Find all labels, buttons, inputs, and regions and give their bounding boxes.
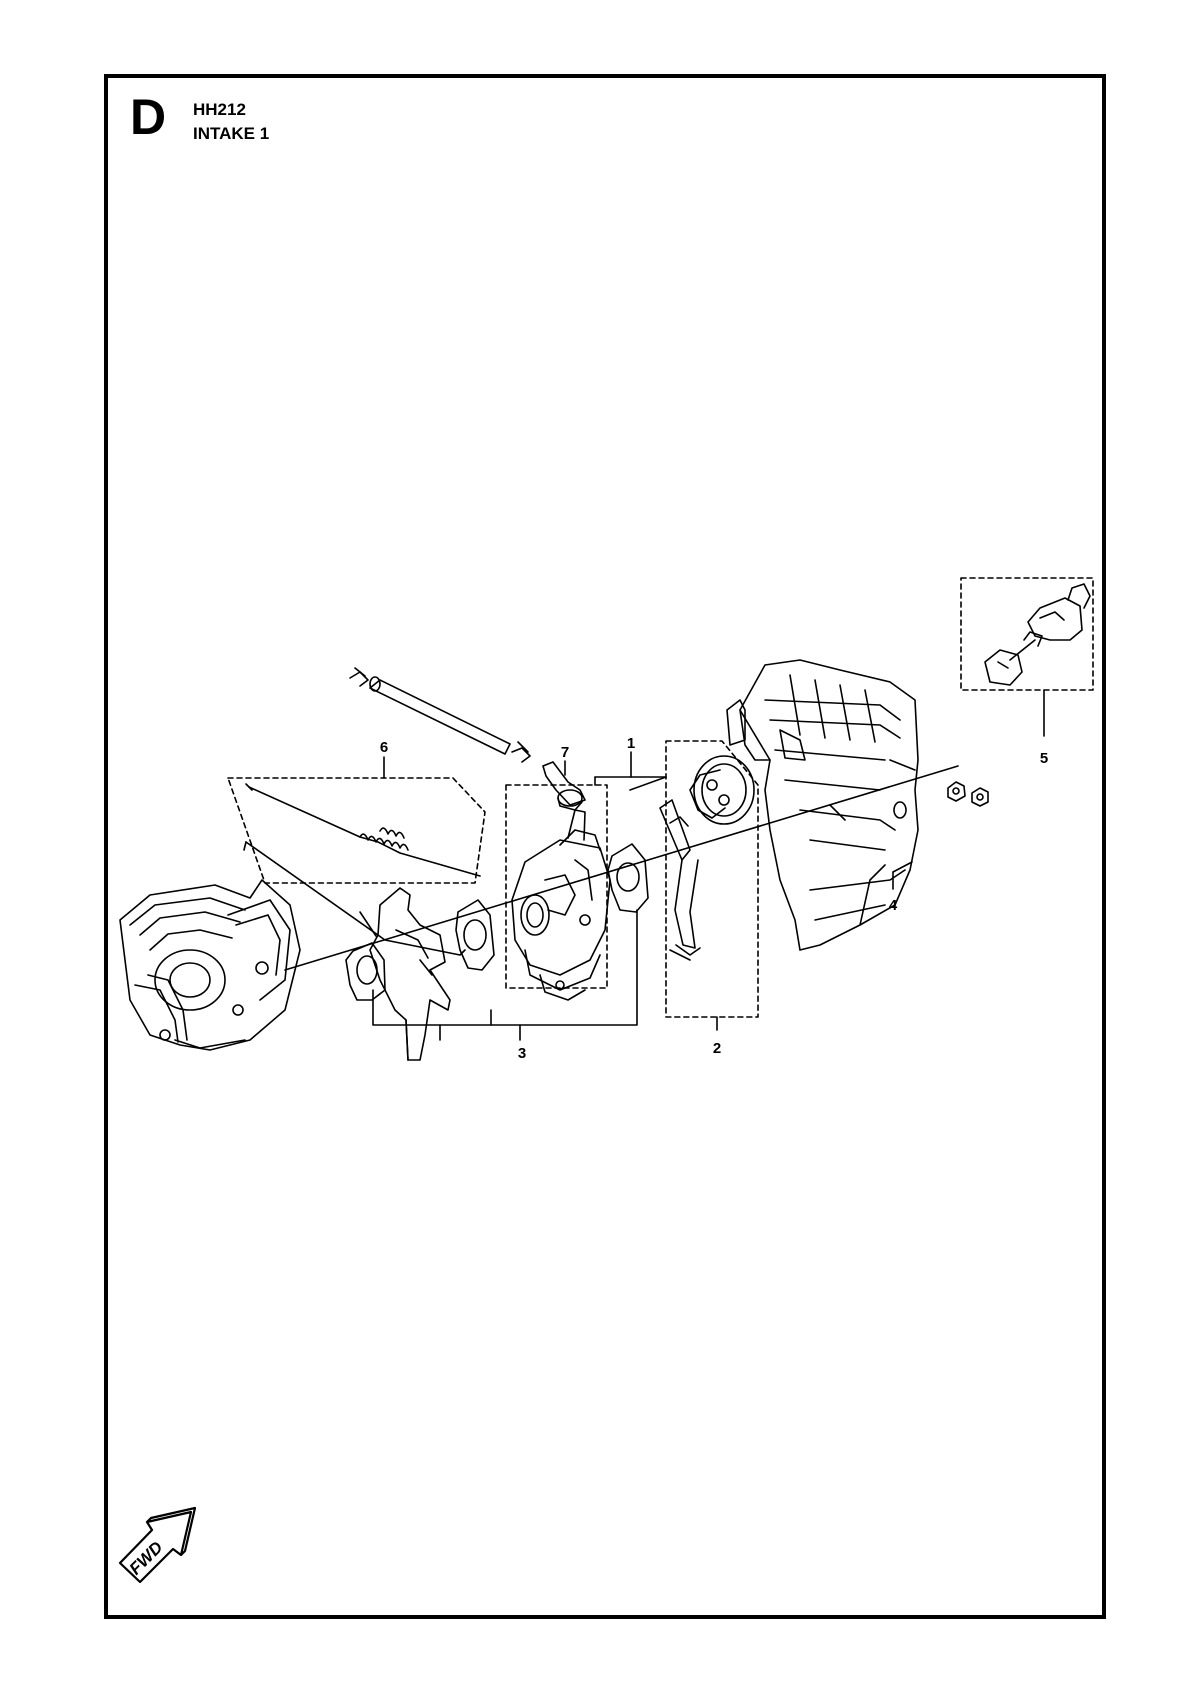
governor-spring-rod — [243, 783, 481, 956]
section-letter: D — [130, 89, 167, 145]
callout-3: 3 — [518, 1045, 526, 1062]
intake-gasket-middle — [455, 899, 495, 971]
callout-5: 5 — [1040, 750, 1048, 767]
callout-1: 1 — [627, 735, 635, 752]
intake-gasket-left — [345, 942, 386, 1001]
carburetor — [511, 809, 611, 1001]
page-frame — [104, 74, 1106, 1619]
diagram-title: INTAKE 1 — [193, 124, 270, 143]
callout-6: 6 — [380, 739, 388, 756]
throttle-rod — [349, 667, 531, 763]
leader-lines — [372, 689, 1045, 1041]
callout-4: 4 — [889, 897, 898, 914]
air-cleaner-housing — [726, 659, 919, 951]
breather-tube — [659, 755, 755, 961]
fwd-arrow-icon: FWD — [118, 1506, 197, 1584]
assembly-axis-line — [284, 765, 959, 971]
model-number: HH212 — [193, 100, 246, 119]
throttle-bracket — [369, 887, 451, 1061]
callout-7: 7 — [561, 744, 569, 761]
callout-2: 2 — [713, 1040, 721, 1057]
choke-lever — [542, 761, 586, 811]
intake-gasket-right — [607, 843, 649, 913]
housing-nuts — [947, 781, 989, 807]
choke-knob — [984, 583, 1091, 686]
cylinder-head — [119, 879, 301, 1051]
grouping-boxes — [227, 577, 1094, 1018]
